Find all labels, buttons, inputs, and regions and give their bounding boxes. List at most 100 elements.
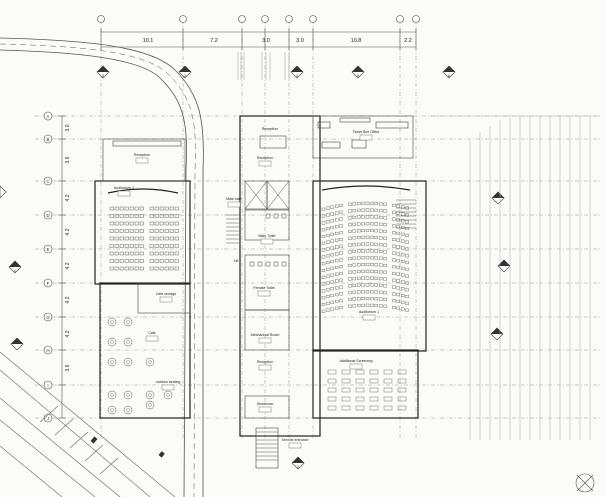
seat (134, 229, 139, 233)
seat (149, 214, 154, 218)
seat (401, 266, 405, 270)
screening-chair (369, 378, 379, 384)
cafe-table-center (126, 408, 130, 412)
seat (339, 231, 343, 235)
seat (361, 215, 365, 219)
auditorium-1-seating (321, 201, 409, 313)
seat (124, 236, 129, 241)
seat (405, 213, 409, 217)
seat (374, 242, 378, 246)
seat (139, 266, 144, 271)
cafe-table-center (126, 340, 130, 344)
seat (374, 236, 378, 240)
grid-label-b: B (46, 137, 49, 142)
seat (119, 244, 124, 248)
seat (365, 263, 370, 266)
seat (401, 239, 405, 243)
seat (169, 236, 174, 241)
dim-top-1: 10.1 (143, 38, 154, 44)
seat (357, 283, 361, 287)
seat (339, 251, 343, 255)
seat (396, 231, 400, 235)
seat (396, 211, 400, 215)
screening-chair (397, 387, 407, 393)
seat (124, 251, 129, 256)
seat (335, 211, 339, 215)
seat (357, 215, 361, 219)
seat (379, 229, 383, 233)
room-storeroom: Storeroom (257, 402, 274, 406)
seat (405, 301, 409, 305)
screening-chair (369, 405, 379, 411)
screening-chairs (327, 369, 407, 411)
dim-left-8: 3.6 (65, 364, 71, 371)
seat (392, 244, 396, 248)
seat (379, 256, 383, 260)
seat (124, 259, 129, 263)
screening-chair (369, 387, 379, 393)
seat (119, 221, 124, 226)
dim-left-4: 4.2 (65, 228, 71, 235)
left-grid-bubbles (43, 111, 53, 423)
section-tag-6: C (14, 269, 17, 273)
seat (114, 214, 119, 218)
seat (392, 203, 396, 207)
seat (321, 262, 326, 266)
seat (379, 297, 383, 301)
seat (357, 222, 361, 226)
seat (365, 269, 370, 273)
seat (154, 214, 159, 218)
seat (365, 276, 370, 280)
seat (134, 251, 139, 256)
seat (396, 293, 400, 297)
seat (124, 206, 129, 211)
seat (129, 259, 134, 263)
seat (109, 236, 114, 241)
seat (169, 214, 174, 218)
seat (326, 254, 330, 258)
screening-chair (355, 405, 365, 411)
seat (361, 290, 365, 294)
seat (339, 224, 343, 228)
seat (129, 206, 134, 211)
seat (401, 294, 405, 298)
dim-left-1: 3.0 (65, 124, 71, 131)
seat (374, 222, 378, 226)
top-dimension-bar (100, 28, 417, 50)
seat (164, 221, 169, 226)
seat (392, 271, 396, 275)
room-cafe: Cafe (148, 331, 156, 335)
seat (339, 203, 343, 207)
seat (139, 206, 144, 211)
seat (134, 221, 139, 226)
seat (374, 283, 378, 287)
seat (379, 270, 383, 274)
grid-label-i: I (47, 383, 48, 388)
seat (154, 236, 159, 241)
seat (109, 244, 114, 248)
seat (129, 266, 134, 271)
seat (129, 229, 134, 233)
seat (374, 304, 378, 308)
seat (330, 226, 334, 230)
seat (109, 229, 114, 233)
seat (357, 249, 361, 253)
cafe-table-center (110, 408, 114, 412)
seat (379, 277, 383, 281)
seat (159, 229, 164, 233)
seat (330, 280, 334, 284)
room-mechanical: Mechanical Room (251, 333, 280, 337)
seat (149, 221, 154, 226)
seat (370, 303, 374, 307)
cafe-table-center (148, 403, 152, 407)
cafe-table-center (148, 393, 152, 397)
seat (401, 246, 405, 250)
seat (326, 274, 330, 278)
seat (370, 249, 374, 253)
seat (164, 259, 169, 263)
seat (149, 229, 154, 233)
seat (326, 308, 330, 312)
seat (374, 249, 378, 253)
seat (321, 248, 326, 252)
seat (326, 233, 330, 237)
